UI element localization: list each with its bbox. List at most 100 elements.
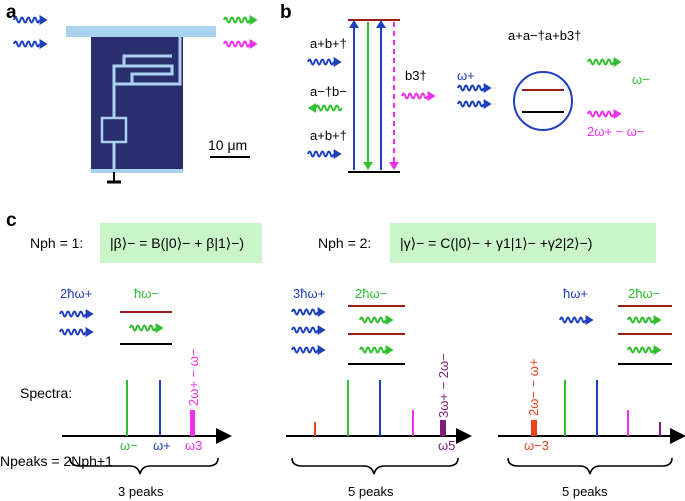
g3-peaks-count: 5 peaks	[562, 484, 608, 499]
nph1-state: |β⟩− = B(|0⟩− + β|1⟩−)	[110, 235, 244, 251]
transition-up-2-head	[376, 20, 386, 28]
omega-plus-photon-2-head	[483, 99, 492, 109]
input-photon-2-head	[39, 39, 48, 49]
g2-emit-photon-1	[359, 316, 387, 324]
scale-bar-label: 10 μm	[208, 137, 247, 153]
label-omega-minus-out: ω−	[632, 72, 650, 87]
label-a-plus-b-plus-top: a+b+†	[310, 36, 347, 51]
b-photon-bottom	[307, 150, 335, 158]
omega-plus-photon-1-head	[483, 83, 492, 93]
out-photon-magenta	[587, 110, 615, 118]
g1-emit-photon-head	[155, 323, 164, 333]
g3-drive-photon-head	[585, 315, 594, 325]
omega-minus-out-photon	[587, 58, 615, 66]
b-photon-bottom-head	[333, 149, 342, 159]
g1-tick-omega-minus: ω−	[120, 438, 138, 453]
panel-b-wavy-arrows	[307, 57, 622, 159]
g2-emit-photon-2	[359, 346, 387, 354]
b-photon-top	[307, 58, 335, 66]
g3-drive-photon	[559, 316, 587, 324]
npeaks-formula: Npeaks = 2Nph+1	[0, 453, 113, 469]
omega-plus-photon-1	[457, 84, 485, 92]
spectra-label: Spectra:	[20, 385, 72, 401]
g1-tick-omega-plus: ω+	[153, 438, 171, 453]
g3-emit-photon-1-head	[653, 315, 662, 325]
g1-side-label: 2ω+ − ω−	[186, 348, 201, 406]
omega-plus-photon-2	[457, 100, 485, 108]
g2-drive-photon-3	[291, 346, 319, 354]
chip-bottom-strip	[91, 169, 183, 173]
output-photon-green	[223, 16, 251, 24]
g3-drive-label: ħω+	[563, 286, 588, 301]
b-photon-top-head	[333, 57, 342, 67]
nph2-label: Nph = 2:	[318, 235, 371, 251]
g1-peak-omega3	[190, 410, 195, 436]
g2-brace	[291, 457, 459, 475]
panel-c-wavy-arrows	[59, 307, 662, 355]
label-b3: b3†	[405, 68, 427, 83]
input-photon-1	[13, 16, 41, 24]
b3-photon	[401, 92, 429, 100]
g1-peaks-count: 3 peaks	[118, 484, 164, 499]
omega-minus-out-photon-head	[613, 57, 622, 67]
nph1-label: Nph = 1:	[30, 235, 83, 251]
g2-drive-label: 3ħω+	[293, 286, 325, 301]
output-photon-magenta	[223, 40, 251, 48]
circuit-wiring	[112, 37, 182, 118]
label-2wp-minus-wm: 2ω+ − ω−	[587, 124, 645, 139]
atom-circle	[513, 71, 573, 131]
nph2-state: |γ⟩− = C(|0⟩− + γ1|1⟩− +γ2|2⟩−)	[400, 235, 592, 251]
g2-level-label: 2ħω−	[355, 286, 387, 301]
g2-drive-photon-3-head	[317, 345, 326, 355]
transition-up-1-head	[349, 20, 359, 28]
g1-level-label: ħω−	[134, 286, 159, 301]
input-photon-1-head	[39, 15, 48, 25]
g2-emit-photon-1-head	[385, 315, 394, 325]
g2-peaks-count: 5 peaks	[348, 484, 394, 499]
out-photon-magenta-head	[613, 109, 622, 119]
g2-drive-photon-1-head	[317, 307, 326, 317]
g2-peak-omega5	[440, 420, 446, 436]
label-a-minus-b-minus: a−†b−	[310, 84, 347, 99]
b-photon-mid	[315, 104, 343, 112]
g1-tick-omega3: ω3	[185, 438, 202, 453]
g2-emit-photon-2-head	[385, 345, 394, 355]
nph1-state-box	[100, 223, 262, 263]
g3-brace	[507, 457, 673, 475]
g2-drive-photon-2	[291, 326, 319, 334]
peak-braces	[69, 457, 673, 475]
g2-drive-photon-1	[291, 308, 319, 316]
transition-emit-head	[389, 162, 399, 170]
g3-emit-photon-2-head	[653, 345, 662, 355]
g3-side-label: 2ω− − ω+	[526, 358, 541, 416]
b-photon-mid-head	[308, 103, 316, 113]
g3-peak-omega-m3	[531, 420, 537, 436]
g1-emit-photon	[129, 324, 157, 332]
g3-level-label: 2ħω−	[628, 286, 660, 301]
output-photon-green-head	[249, 15, 258, 25]
panel-label-b: b	[280, 2, 292, 23]
g3-emit-photon-2	[627, 346, 655, 354]
g2-side-label: 3ω+ − 2ω−	[436, 353, 451, 418]
transition-down-head	[363, 162, 373, 170]
g1-brace	[69, 457, 219, 475]
transmission-line-strip	[66, 26, 216, 37]
output-photon-magenta-head	[249, 39, 258, 49]
panel-label-a: a	[6, 2, 17, 23]
g1-drive-photon-2-head	[85, 327, 94, 337]
g3-emit-photon-1	[627, 316, 655, 324]
g2-tick-omega5: ω5	[438, 438, 455, 453]
g1-drive-photon-2	[59, 328, 87, 336]
label-omega-plus: ω+	[457, 68, 475, 83]
panel-a-wavy-arrows	[13, 15, 258, 49]
nph2-state-box	[390, 223, 656, 263]
qubit-chip	[91, 37, 183, 173]
g1-drive-photon-1	[59, 310, 87, 318]
input-photon-2	[13, 40, 41, 48]
panel-label-c: c	[6, 210, 17, 231]
b3-photon-head	[427, 91, 436, 101]
label-process: a+a−†a+b3†	[508, 28, 581, 43]
g2-drive-photon-2-head	[317, 325, 326, 335]
g3-tick-omega-m3: ω−3	[524, 438, 549, 453]
